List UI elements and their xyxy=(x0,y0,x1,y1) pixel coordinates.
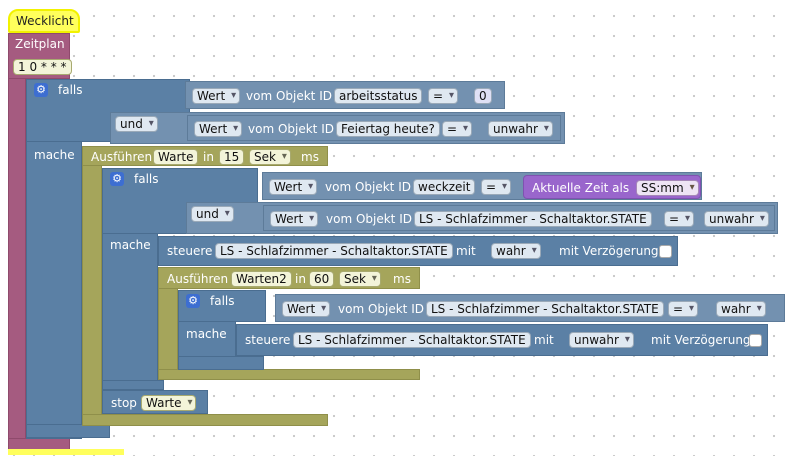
timeout-block-1-header: Ausführen Warte in 15 Sek ms xyxy=(82,146,328,166)
value-dropdown[interactable]: Wert xyxy=(192,88,241,104)
timeout2-delay-field[interactable]: 60 xyxy=(309,271,335,287)
trigger-block[interactable]: Wecklicht xyxy=(8,9,80,33)
control1-value-dropdown[interactable]: wahr xyxy=(491,243,541,259)
timeout2-in-label: in xyxy=(295,272,306,286)
object-id-field[interactable]: LS - Schlafzimmer - Schaltaktor.STATE xyxy=(426,301,664,317)
operator-dropdown[interactable]: = xyxy=(442,121,473,137)
value-dropdown[interactable]: Wert xyxy=(270,211,319,227)
and-operator-dropdown[interactable]: und xyxy=(115,116,158,132)
if-block-1-footer xyxy=(26,424,110,438)
if3-mache-label: mache xyxy=(186,327,227,341)
if-block-3-footer xyxy=(178,356,264,370)
if1-condition-1[interactable]: Wert vom Objekt ID arbeitsstatus = 0 xyxy=(185,81,505,109)
current-time-label: Aktuelle Zeit als xyxy=(532,181,630,195)
timeout-block-1-footer xyxy=(82,414,328,426)
current-time-block[interactable]: Aktuelle Zeit als SS:mm xyxy=(523,175,701,199)
gear-icon[interactable]: ⚙ xyxy=(34,83,48,97)
object-id-label: vom Objekt ID xyxy=(326,212,412,226)
value-dropdown[interactable]: Wert xyxy=(282,301,331,317)
timeout1-prefix: Ausführen xyxy=(91,150,153,164)
timeout1-delay-field[interactable]: 15 xyxy=(219,149,245,165)
if3-condition-1[interactable]: Wert vom Objekt ID LS - Schlafzimmer - S… xyxy=(275,294,785,322)
gear-icon[interactable]: ⚙ xyxy=(186,294,200,308)
control2-object-field[interactable]: LS - Schlafzimmer - Schaltaktor.STATE xyxy=(293,332,531,348)
time-format-dropdown[interactable]: SS:mm xyxy=(636,180,699,196)
operator-dropdown[interactable]: = xyxy=(481,179,512,195)
if2-mache-label: mache xyxy=(110,238,151,252)
value-dropdown[interactable]: Wert xyxy=(269,179,318,195)
operator-dropdown[interactable]: = xyxy=(428,88,459,104)
schedule-header[interactable]: Zeitplan 1 0 * * * xyxy=(8,33,72,79)
if3-falls-label: falls xyxy=(210,294,235,308)
operator-dropdown[interactable]: = xyxy=(668,301,699,317)
if1-and-block[interactable]: und Wert vom Objekt ID Feiertag heute? =… xyxy=(110,112,565,144)
boolean-value-dropdown[interactable]: unwahr xyxy=(704,211,769,227)
timeout-block-1[interactable] xyxy=(82,146,102,426)
timeout1-in-label: in xyxy=(203,150,214,164)
value-dropdown[interactable]: Wert xyxy=(194,121,243,137)
if2-condition-2[interactable]: Wert vom Objekt ID LS - Schlafzimmer - S… xyxy=(263,205,775,231)
control2-delay-checkbox[interactable] xyxy=(749,334,762,347)
boolean-value-dropdown[interactable]: wahr xyxy=(716,301,766,317)
object-id-field[interactable]: weckzeit xyxy=(413,179,476,195)
number-value-field[interactable]: 0 xyxy=(474,88,492,104)
if1-mache-label: mache xyxy=(34,148,75,162)
timeout-block-2-footer xyxy=(158,369,420,380)
object-id-label: vom Objekt ID xyxy=(338,302,424,316)
timeout1-unit-dropdown[interactable]: Sek xyxy=(249,149,291,165)
timeout1-ms-label: ms xyxy=(301,150,319,164)
gear-icon[interactable]: ⚙ xyxy=(110,172,124,186)
control-block-1[interactable]: steuere LS - Schlafzimmer - Schaltaktor.… xyxy=(158,236,678,266)
cron-field[interactable]: 1 0 * * * xyxy=(13,59,72,75)
and-operator-dropdown[interactable]: und xyxy=(191,206,234,222)
if1-condition-2[interactable]: Wert vom Objekt ID Feiertag heute? = unw… xyxy=(187,115,561,141)
stop-label: stop xyxy=(111,396,137,410)
timeout2-ms-label: ms xyxy=(393,272,411,286)
schedule-label: Zeitplan xyxy=(15,37,65,51)
timeout2-unit-dropdown[interactable]: Sek xyxy=(339,271,381,287)
object-id-field[interactable]: Feiertag heute? xyxy=(336,121,440,137)
stop-timeout-dropdown[interactable]: Warte xyxy=(141,395,197,411)
timeout2-prefix: Ausführen xyxy=(167,272,229,286)
trigger-title: Wecklicht xyxy=(16,14,74,28)
if1-falls-label: falls xyxy=(58,83,83,97)
control2-value-dropdown[interactable]: unwahr xyxy=(569,332,634,348)
control-block-2[interactable]: steuere LS - Schlafzimmer - Schaltaktor.… xyxy=(236,324,768,356)
object-id-field[interactable]: arbeitsstatus xyxy=(334,88,423,104)
if2-and-block[interactable]: und Wert vom Objekt ID LS - Schlafzimmer… xyxy=(186,202,778,234)
object-id-label: vom Objekt ID xyxy=(246,89,332,103)
timeout-block-2-header: Ausführen Warten2 in 60 Sek ms xyxy=(158,267,420,289)
control1-delay-checkbox[interactable] xyxy=(659,245,672,258)
object-id-field[interactable]: LS - Schlafzimmer - Schaltaktor.STATE xyxy=(414,211,652,227)
next-connector xyxy=(8,449,124,455)
if2-falls-label: falls xyxy=(134,172,159,186)
control1-object-field[interactable]: LS - Schlafzimmer - Schaltaktor.STATE xyxy=(215,243,453,259)
object-id-label: vom Objekt ID xyxy=(325,180,411,194)
if-block-2-footer xyxy=(102,380,164,390)
control2-prefix: steuere xyxy=(245,333,291,347)
control1-delay-label: mit Verzögerung xyxy=(559,244,659,258)
control1-prefix: steuere xyxy=(167,244,213,258)
schedule-block[interactable] xyxy=(8,33,26,449)
control2-delay-label: mit Verzögerung xyxy=(651,333,751,347)
if2-condition-1[interactable]: Wert vom Objekt ID weckzeit = Aktuelle Z… xyxy=(262,172,702,200)
stop-block[interactable]: stop Warte xyxy=(102,390,208,414)
control2-mit-label: mit xyxy=(534,333,554,347)
operator-dropdown[interactable]: = xyxy=(664,211,695,227)
timeout2-name-field[interactable]: Warten2 xyxy=(231,271,292,287)
boolean-value-dropdown[interactable]: unwahr xyxy=(488,121,553,137)
timeout1-name-field[interactable]: Warte xyxy=(153,149,199,165)
control1-mit-label: mit xyxy=(456,244,476,258)
object-id-label: vom Objekt ID xyxy=(248,122,334,136)
